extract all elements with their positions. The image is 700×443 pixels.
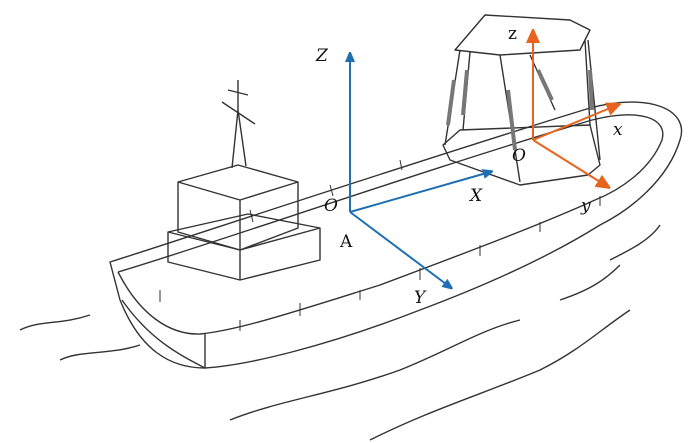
world-frame [350, 55, 490, 287]
platform-frame [533, 35, 615, 185]
platform-x-label: x [613, 120, 623, 140]
point-a-label: A [340, 232, 353, 252]
deck-rail [117, 114, 664, 335]
world-x-axis [349, 172, 490, 213]
platform-y-axis [532, 139, 605, 185]
world-z-label: Z [316, 46, 328, 66]
world-origin-label: O [324, 196, 338, 216]
platform-x-axis [532, 106, 615, 141]
world-y-label: Y [414, 288, 426, 308]
cabin [167, 80, 321, 281]
stewart-platform [442, 14, 601, 186]
hull-outline [109, 101, 683, 369]
platform-origin-label: O [512, 146, 526, 166]
platform-z-label: z [508, 24, 517, 44]
world-y-axis [349, 211, 450, 287]
platform-y-label: y [581, 196, 591, 216]
waves [19, 224, 661, 441]
hull-bottom [121, 299, 206, 369]
rail-posts [159, 159, 601, 331]
world-x-label: X [470, 186, 483, 206]
